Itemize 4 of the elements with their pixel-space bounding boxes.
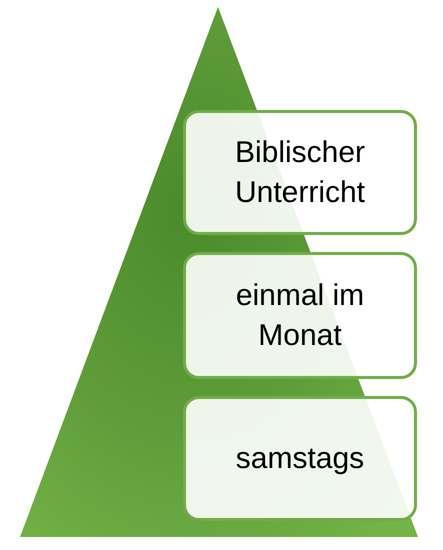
box-text: samstags bbox=[236, 440, 364, 476]
text-box bbox=[183, 110, 417, 235]
box-text: Biblischer Unterricht bbox=[234, 134, 366, 210]
box-text: einmal im Monat bbox=[234, 278, 366, 354]
